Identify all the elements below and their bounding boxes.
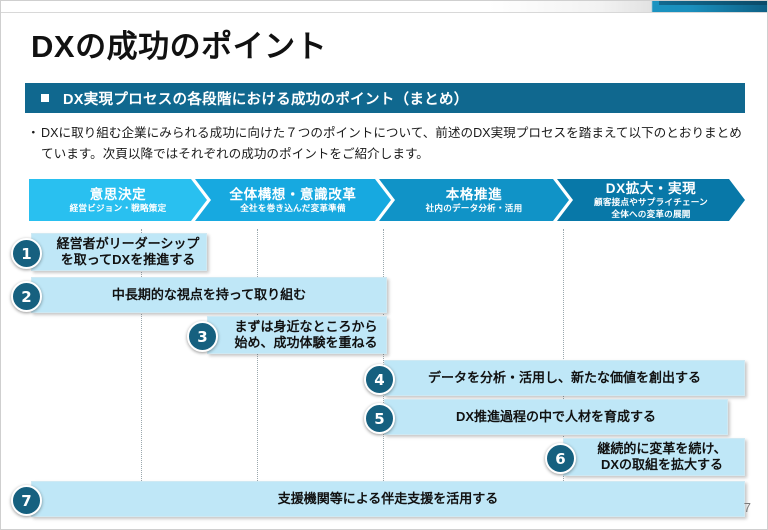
process-stage-4-subtitle-2: 全体への変革の展開 — [611, 208, 691, 219]
point-row-1[interactable]: 経営者がリーダーシップ を取ってDXを推進する — [31, 233, 207, 271]
process-stage-1-title: 意思決定 — [89, 186, 147, 202]
lead-bullet-icon: ・ — [27, 126, 40, 140]
point-3-line-2: 始め、成功体験を重ねる — [234, 335, 378, 350]
point-6-line-1: 継続的に変革を続け、 — [597, 441, 727, 457]
section-header-label: DX実現プロセスの各段階における成功のポイント（まとめ） — [63, 91, 469, 108]
process-stage-3[interactable]: 本格推進 社内のデータ分析・活用 — [379, 179, 569, 221]
section-header-band: DX実現プロセスの各段階における成功のポイント（まとめ） — [25, 83, 745, 113]
page-title: DXの成功のポイント — [31, 29, 328, 64]
page-number: 7 — [743, 500, 751, 515]
point-6-line-2: DXの取組を拡大する — [600, 457, 724, 472]
process-stage-2-title: 全体構想・意識改革 — [229, 186, 357, 202]
lead-paragraph: ・ DXに取り組む企業にみられる成功に向けた７つのポイントについて、前述のDX実… — [27, 123, 745, 165]
process-stage-4[interactable]: DX拡大・実現 顧客接点やサプライチェーン 全体への変革の展開 — [557, 179, 745, 221]
point-row-4[interactable]: データを分析・活用し、新たな価値を創出する — [384, 360, 745, 396]
process-stage-3-title: 本格推進 — [445, 186, 503, 202]
point-6-number-badge: 6 — [545, 443, 576, 474]
top-accent-dark-edge — [659, 1, 767, 5]
top-divider-line — [1, 12, 767, 13]
point-5-line-1: DX推進過程の中で人材を育成する — [455, 409, 657, 425]
point-4-line-1: データを分析・活用し、新たな価値を創出する — [427, 370, 701, 386]
process-stage-1-subtitle: 経営ビジョン・戦略策定 — [69, 202, 167, 213]
process-stage-2-subtitle: 全社を巻き込んだ変革準備 — [240, 202, 346, 213]
column-guide-1 — [141, 229, 142, 491]
lead-paragraph-text: DXに取り組む企業にみられる成功に向けた７つのポイントについて、前述のDX実現プ… — [41, 126, 742, 161]
point-4-number-badge: 4 — [364, 364, 395, 395]
point-7-line-1: 支援機関等による伴走支援を活用する — [277, 491, 499, 507]
square-bullet-icon — [41, 94, 49, 102]
point-row-3[interactable]: まずは身近なところから 始め、成功体験を重ねる — [207, 316, 387, 354]
point-1-line-2: を取ってDXを推進する — [60, 252, 196, 267]
process-stage-3-subtitle: 社内のデータ分析・活用 — [425, 202, 523, 213]
process-stage-4-title: DX拡大・実現 — [605, 181, 697, 197]
point-row-6[interactable]: 継続的に変革を続け、 DXの取組を拡大する — [563, 438, 745, 476]
column-guide-2 — [257, 229, 258, 491]
process-stage-2[interactable]: 全体構想・意識改革 全社を巻き込んだ変革準備 — [195, 179, 391, 221]
point-3-number-badge: 3 — [187, 321, 218, 352]
point-2-line-1: 中長期的な視点を持って取り組む — [111, 287, 307, 303]
point-5-number-badge: 5 — [364, 403, 395, 434]
column-guide-3 — [383, 229, 384, 491]
point-row-2[interactable]: 中長期的な視点を持って取り組む — [31, 277, 387, 313]
point-row-7[interactable]: 支援機関等による伴走支援を活用する — [31, 481, 745, 517]
point-row-5[interactable]: DX推進過程の中で人材を育成する — [384, 399, 728, 435]
process-stage-4-subtitle: 顧客接点やサプライチェーン — [594, 197, 708, 208]
point-1-number-badge: 1 — [11, 238, 42, 269]
point-7-number-badge: 7 — [11, 485, 42, 516]
point-1-line-1: 経営者がリーダーシップ — [56, 236, 200, 252]
process-stage-1[interactable]: 意思決定 経営ビジョン・戦略策定 — [29, 179, 207, 221]
point-2-number-badge: 2 — [11, 281, 42, 312]
top-accent-bar — [1, 1, 767, 13]
point-3-line-1: まずは身近なところから — [234, 319, 378, 335]
